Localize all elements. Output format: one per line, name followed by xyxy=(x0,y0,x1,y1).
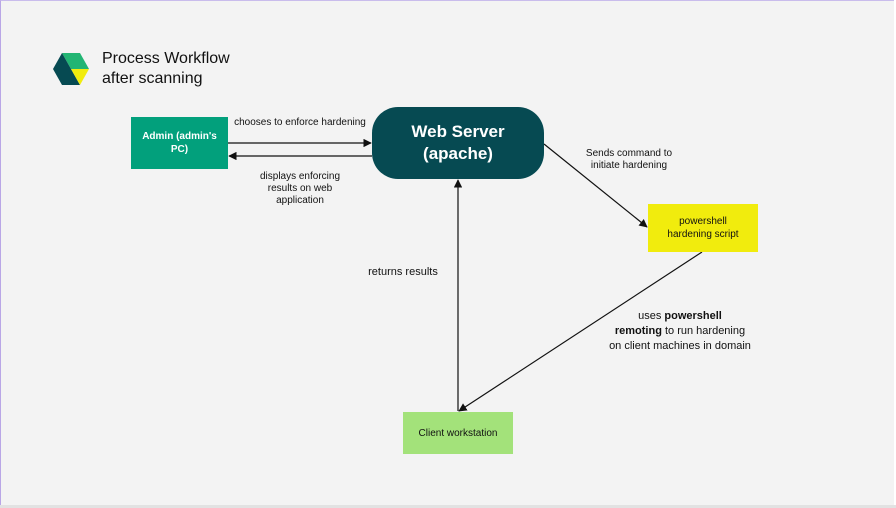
powershell-label-line-1: powershell xyxy=(679,216,727,227)
title-line-2: after scanning xyxy=(102,70,203,87)
uses-line-3: on client machines in domain xyxy=(609,340,751,352)
edge-web-to-powershell xyxy=(543,143,648,228)
edge-powershell-to-client xyxy=(458,251,703,412)
web-server-label: Web Server xyxy=(411,122,505,141)
title-line-1: Process Workflow xyxy=(102,50,230,67)
client-workstation-label: Client workstation xyxy=(418,427,498,439)
client-workstation-node: Client workstation xyxy=(403,412,513,454)
edge-label-uses: uses powershell remoting to run hardenin… xyxy=(598,309,762,354)
sends-line-1: Sends command to xyxy=(585,148,673,159)
edge-label-enforce: chooses to enforce hardening xyxy=(234,117,366,128)
displays-line-3: application xyxy=(276,195,324,206)
uses-line-2: remoting to run hardening xyxy=(598,324,762,339)
powershell-script-node: powershell hardening script xyxy=(648,204,758,252)
uses-bold-remoting: remoting xyxy=(614,325,662,337)
web-server-node: Web Server (apache) xyxy=(372,107,544,179)
sends-line-2: initiate hardening xyxy=(590,160,668,171)
edge-label-sends: Sends command to initiate hardening xyxy=(574,148,684,172)
logo-left-face xyxy=(53,53,80,85)
displays-line-2: results on web xyxy=(267,183,333,194)
admin-node: Admin (admin's PC) xyxy=(131,117,228,169)
cube-logo-icon xyxy=(53,53,89,85)
logo-right-face xyxy=(71,69,89,85)
edge-label-displays: displays enforcing results on web applic… xyxy=(246,171,354,207)
diagram-title: Process Workflow after scanning xyxy=(102,49,230,89)
web-server-sublabel: (apache) xyxy=(423,144,493,163)
bottom-divider xyxy=(0,505,896,508)
uses-mid: to run hardening xyxy=(661,325,746,337)
uses-bold-powershell: powershell xyxy=(664,310,722,322)
uses-prefix: uses xyxy=(638,310,665,322)
powershell-label-line-2: hardening script xyxy=(667,229,739,240)
admin-node-label: Admin (admin's PC) xyxy=(142,131,217,155)
displays-line-1: displays enforcing xyxy=(259,171,341,182)
edge-label-returns: returns results xyxy=(368,266,438,278)
uses-line-1: uses powershell xyxy=(598,309,762,324)
